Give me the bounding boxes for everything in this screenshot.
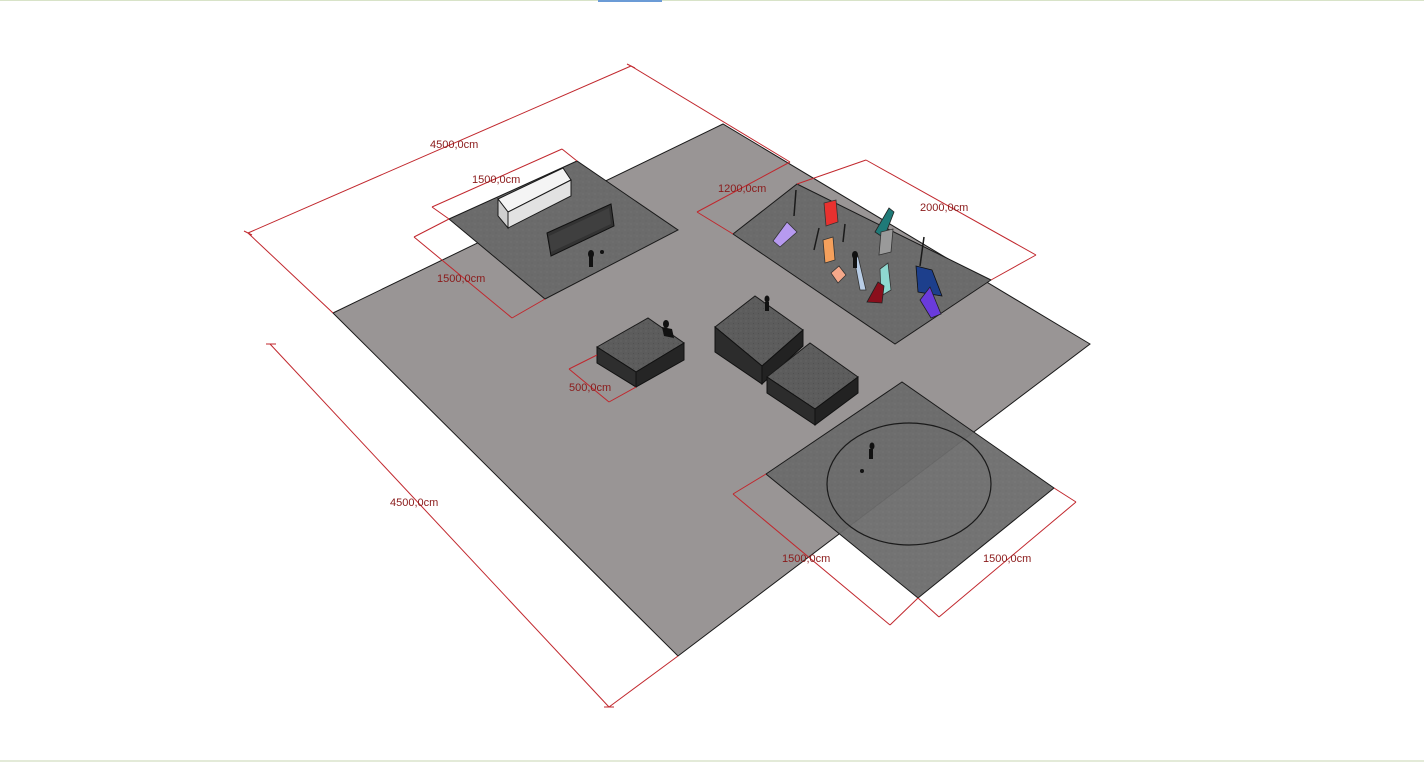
panel-red[interactable] — [823, 199, 839, 227]
label-zone-c-width: 1500,0cm — [782, 553, 830, 565]
person-figure-block-center — [764, 295, 770, 311]
dimension-zone-a-depth — [413, 218, 546, 319]
label-block-width: 500,0cm — [569, 382, 611, 394]
dimension-zone-c-width — [732, 473, 919, 626]
pole-2 — [813, 227, 820, 251]
dimension-zone-b-width — [696, 161, 791, 235]
performance-circle[interactable] — [826, 422, 992, 546]
label-site-depth: 4500,0cm — [390, 497, 438, 509]
block-right[interactable] — [766, 342, 859, 426]
label-site-width: 4500,0cm — [430, 139, 478, 151]
panel-navy[interactable] — [915, 265, 943, 297]
person-figure-block-left — [662, 320, 674, 338]
dimension-site-depth — [266, 343, 679, 708]
sloped-block-center[interactable] — [714, 295, 804, 386]
scene-tab-marker[interactable] — [598, 0, 662, 2]
label-zone-a-width: 1500,0cm — [472, 174, 520, 186]
label-zone-b-depth: 2000,0cm — [920, 202, 968, 214]
person-figure-zone-a — [588, 250, 604, 267]
dark-screen-panel[interactable] — [546, 203, 615, 257]
panel-violet[interactable] — [919, 286, 942, 319]
pole-4 — [919, 236, 925, 267]
panel-salmon[interactable] — [830, 265, 847, 284]
panel-maroon[interactable] — [866, 281, 885, 304]
dimension-block-width — [568, 354, 637, 403]
label-zone-a-depth: 1500,0cm — [437, 273, 485, 285]
label-zone-b-width: 1200,0cm — [718, 183, 766, 195]
panel-orange[interactable] — [822, 236, 836, 264]
dimension-zone-c-depth — [917, 487, 1077, 618]
viewport-bottom-border — [0, 760, 1424, 762]
viewport-top-border — [0, 0, 1424, 1]
pole-3 — [842, 223, 846, 243]
person-figure-zone-b — [852, 251, 858, 268]
person-figure-zone-c — [860, 442, 875, 473]
dimension-zone-b-depth — [796, 159, 1037, 281]
dimension-zone-a-width — [431, 148, 578, 220]
dimension-site-width — [243, 63, 791, 314]
white-wall-block[interactable] — [497, 167, 572, 230]
pole-1 — [793, 189, 797, 217]
panel-lavender[interactable] — [772, 221, 798, 248]
label-zone-c-depth: 1500,0cm — [983, 553, 1031, 565]
panel-gray[interactable] — [878, 228, 894, 256]
